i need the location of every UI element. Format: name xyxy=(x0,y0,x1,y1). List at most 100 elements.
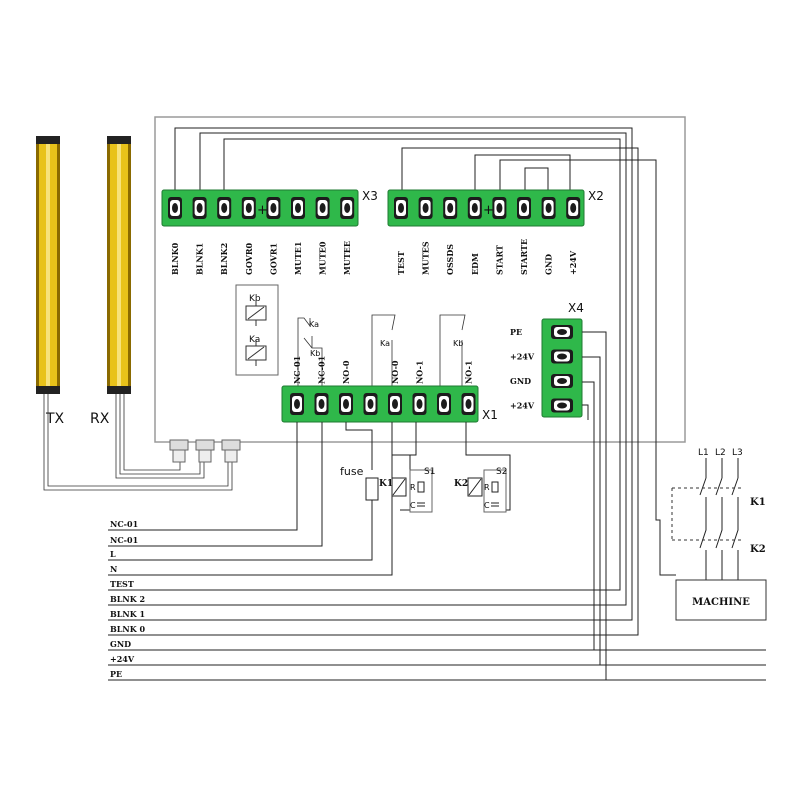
rx-light-curtain xyxy=(107,136,131,394)
tx-label: TX xyxy=(45,411,65,427)
x1-pin-label: NC-01 xyxy=(292,356,302,384)
x2-pin-label: MUTES xyxy=(421,241,431,275)
bottom-wire-label: +24V xyxy=(110,654,135,664)
x1-screw-5 xyxy=(412,393,427,415)
x1-pin-label: NO-0 xyxy=(341,360,351,384)
x4-pin-2-screw xyxy=(551,374,573,388)
no-contacts xyxy=(371,314,466,390)
contactor-k1-label: K1 xyxy=(750,497,766,508)
x2-pin-label: TEST xyxy=(396,251,406,275)
bottom-wire-label: BLNK 2 xyxy=(110,594,145,604)
c1-label: C xyxy=(410,501,416,510)
machine-box xyxy=(675,579,767,621)
x1-screw-4 xyxy=(388,393,402,415)
bottom-wire-label: N xyxy=(110,564,117,574)
three-phase-contactors xyxy=(671,458,742,580)
x2-pin-1-screw xyxy=(418,197,433,219)
x4-pin-label: +24V xyxy=(510,352,535,362)
bottom-wire-label: NC-01 xyxy=(110,519,138,529)
x3-pin-2-screw xyxy=(217,197,232,219)
x4-pin-1-screw xyxy=(551,349,573,364)
phase-l1-label: L1 xyxy=(698,448,709,458)
x3-plus: + xyxy=(257,203,268,218)
x3-pin-label: BLNK0 xyxy=(170,242,180,275)
x2-pin-5-screw xyxy=(517,197,531,219)
x2-pin-2-screw xyxy=(443,197,458,219)
no-ka-label: Ka xyxy=(380,339,390,348)
x2-pin-6-screw xyxy=(541,197,556,219)
relay-coils-box xyxy=(235,284,279,376)
fuse xyxy=(365,477,379,501)
terminal-block-x4 xyxy=(541,318,583,418)
contactor-k2-label: K2 xyxy=(750,544,766,555)
x2-pin-label: GND xyxy=(544,254,554,275)
phase-l3-label: L3 xyxy=(732,448,743,458)
x2-pin-label: STARTE xyxy=(519,239,529,275)
bottom-wire-label: GND xyxy=(110,639,131,649)
x3-pin-7-screw xyxy=(340,197,355,219)
bottom-wire-label: L xyxy=(110,549,116,559)
x2-plus: + xyxy=(483,203,494,218)
s2-label: S2 xyxy=(496,467,507,477)
x3-pin-label: MUTE1 xyxy=(293,242,303,275)
c2-label: C xyxy=(484,501,490,510)
x2-pin-0-screw xyxy=(394,197,408,219)
x4-label: X4 xyxy=(568,301,584,315)
x3-pin-1-screw xyxy=(192,197,207,219)
x2-pin-label: OSSDS xyxy=(445,244,455,275)
x1-screw-3 xyxy=(363,393,378,415)
x3-pin-label: GOVR1 xyxy=(268,243,278,275)
r1-label: R xyxy=(410,483,416,492)
x1-pin-label: NO-0 xyxy=(390,360,400,384)
x2-pin-3-screw xyxy=(467,197,482,219)
bottom-wire-label: BLNK 1 xyxy=(110,609,145,619)
x2-label: X2 xyxy=(588,189,604,203)
x3-pin-0-screw xyxy=(168,197,182,219)
x4-pin-0-screw xyxy=(551,325,573,339)
terminal-block-x3 xyxy=(161,189,359,227)
x4-pin-label: PE xyxy=(510,327,522,337)
x1-screw-2 xyxy=(339,393,353,415)
nc-kb-label: Kb xyxy=(310,349,320,358)
x3-pin-label: MUTEE xyxy=(342,241,352,275)
x3-pin-3-screw xyxy=(241,197,256,219)
x3-pin-label: BLNK2 xyxy=(219,243,229,275)
nc-contacts xyxy=(297,317,323,390)
x2-pin-4-screw xyxy=(492,197,507,219)
x2-pin-label: +24V xyxy=(568,250,578,275)
x1-pin-label: NO-1 xyxy=(415,361,425,384)
x1-pin-label: NC-01 xyxy=(317,356,327,384)
tx-light-curtain xyxy=(36,136,60,394)
x1-screw-0 xyxy=(290,393,304,415)
no-kb-label: Kb xyxy=(453,339,463,348)
x4-pin-3-screw xyxy=(551,398,573,413)
x3-pin-4-screw xyxy=(266,197,281,219)
kb-coil-label: Kb xyxy=(249,294,261,304)
s1-label: S1 xyxy=(424,467,435,477)
terminal-block-x1 xyxy=(281,385,479,423)
ka-coil-label: Ka xyxy=(249,335,260,345)
bottom-wire-label: PE xyxy=(110,669,122,679)
k1-coil-label: K1 xyxy=(379,479,393,489)
bottom-wire-label: NC-01 xyxy=(110,535,138,545)
rx-label: RX xyxy=(90,411,110,427)
x3-pin-label: MUTE0 xyxy=(318,241,328,275)
fuse-label: fuse xyxy=(340,465,364,478)
x2-pin-label: START xyxy=(494,245,504,275)
nc-ka-label: Ka xyxy=(309,320,319,329)
x4-pin-label: +24V xyxy=(510,401,535,411)
k2-relay-coil xyxy=(467,469,507,513)
x3-pin-label: BLNK1 xyxy=(195,243,205,275)
x2-pin-label: EDM xyxy=(470,253,480,275)
cable-glands xyxy=(169,439,241,463)
phase-l2-label: L2 xyxy=(715,448,726,458)
terminal-block-x2 xyxy=(387,189,585,227)
x3-pin-6-screw xyxy=(315,197,330,219)
x1-pin-label: NO-1 xyxy=(464,361,474,384)
x3-pin-5-screw xyxy=(291,197,305,219)
x3-pin-label: GOVR0 xyxy=(244,242,254,275)
bottom-wire-label: BLNK 0 xyxy=(110,624,145,634)
x1-screw-6 xyxy=(437,393,451,415)
machine-label: MACHINE xyxy=(692,597,750,608)
